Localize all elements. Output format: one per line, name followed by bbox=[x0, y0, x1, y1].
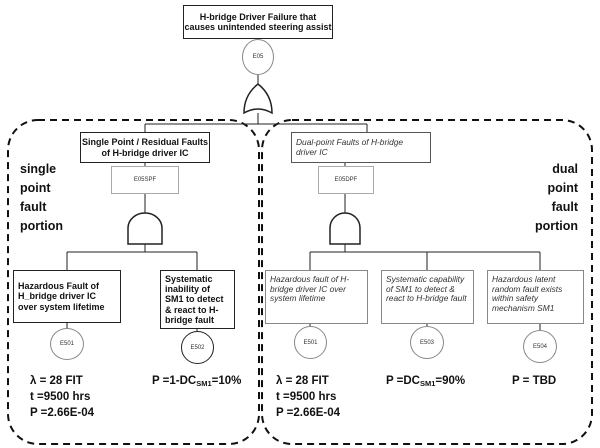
left-event-1-id: E501 bbox=[59, 341, 74, 347]
right-header-id-box: E05DPF bbox=[318, 166, 374, 194]
right-and-gate-icon bbox=[329, 212, 361, 245]
or-gate-icon bbox=[243, 83, 273, 115]
right-event-3-label: Hazardous latent random fault exists wit… bbox=[492, 274, 563, 313]
left-header-box: Single Point / Residual Faults of H-brid… bbox=[80, 132, 210, 163]
left-event-2-circle: E502 bbox=[181, 331, 214, 364]
left-portion-title: single point fault portion bbox=[20, 160, 63, 236]
left-event-1-box: Hazardous Fault of H_bridge driver IC ov… bbox=[13, 270, 121, 323]
left-calc-sm1-prefix: P =1-DC bbox=[152, 375, 197, 387]
right-event-2-circle: E503 bbox=[410, 326, 444, 359]
left-event-1-circle: E501 bbox=[50, 328, 84, 360]
left-portion-title-line: portion bbox=[20, 219, 64, 233]
right-portion-title-line: point bbox=[547, 181, 578, 195]
left-and-gate-icon bbox=[127, 212, 163, 245]
left-calc-sm1-suffix: =10% bbox=[211, 375, 242, 387]
right-event-3-box: Hazardous latent random fault exists wit… bbox=[487, 270, 584, 324]
right-calc-sm1-sub: SM1 bbox=[419, 379, 436, 388]
left-header-id: E05SPF bbox=[133, 177, 157, 183]
left-portion-title-line: single bbox=[20, 162, 57, 176]
right-event-1-id: E501 bbox=[303, 339, 318, 346]
right-header-id: E05DPF bbox=[334, 177, 358, 183]
right-portion-title-line: dual bbox=[552, 162, 578, 176]
right-event-1-circle: E501 bbox=[294, 326, 327, 359]
left-event-2-box: Systematic inability of SM1 to detect & … bbox=[160, 270, 235, 329]
right-portion-title-line: portion bbox=[534, 219, 578, 233]
right-calc-lambda: λ = 28 FIT bbox=[276, 375, 329, 387]
right-header-box: Dual-point Faults of H-bridge driver IC bbox=[291, 132, 431, 163]
left-calc-block: λ = 28 FIT t =9500 hrs P =2.66E-04 bbox=[30, 373, 94, 421]
left-portion-title-line: point bbox=[20, 181, 51, 195]
left-header-label: Single Point / Residual Faults of H-brid… bbox=[81, 137, 209, 158]
right-event-1-label: Hazardous fault of H-bridge driver IC ov… bbox=[270, 274, 350, 304]
right-portion-title-line: fault bbox=[551, 200, 578, 214]
right-header-label: Dual-point Faults of H-bridge driver IC bbox=[296, 136, 404, 157]
right-calc-sm1-suffix: =90% bbox=[435, 375, 466, 387]
left-header-id-box: E05SPF bbox=[111, 166, 179, 194]
right-calc-sm1: P =DCSM1=90% bbox=[386, 373, 465, 392]
left-calc-probability: P =2.66E-04 bbox=[30, 407, 95, 419]
right-calc-sm1-prefix: P =DC bbox=[386, 375, 420, 387]
left-calc-sm1: P =1-DCSM1=10% bbox=[152, 373, 241, 392]
right-portion-outline bbox=[261, 119, 593, 445]
right-portion-title: dual point fault portion bbox=[535, 160, 578, 236]
left-portion-title-line: fault bbox=[20, 200, 47, 214]
top-event-id-circle: E05 bbox=[242, 39, 274, 75]
right-event-2-label: Systematic capability of SM1 to detect &… bbox=[386, 274, 467, 304]
right-event-3-circle: E504 bbox=[523, 330, 557, 363]
right-event-2-id: E503 bbox=[419, 339, 434, 346]
top-event-label: H-bridge Driver Failure that causes unin… bbox=[184, 11, 332, 32]
right-event-2-box: Systematic capability of SM1 to detect &… bbox=[381, 270, 474, 324]
left-event-2-label: Systematic inability of SM1 to detect & … bbox=[165, 273, 224, 326]
top-event-id: E05 bbox=[252, 54, 264, 60]
left-calc-sm1-sub: SM1 bbox=[196, 379, 212, 388]
top-event-box: H-bridge Driver Failure that causes unin… bbox=[183, 5, 333, 39]
right-event-3-id: E504 bbox=[532, 343, 547, 350]
right-calc-tbd: P = TBD bbox=[512, 373, 556, 389]
left-calc-lambda: λ = 28 FIT bbox=[30, 375, 83, 387]
right-calc-time: t =9500 hrs bbox=[276, 391, 337, 403]
right-calc-tbd-text: P = TBD bbox=[512, 375, 557, 387]
left-calc-time: t =9500 hrs bbox=[30, 391, 91, 403]
left-event-1-label: Hazardous Fault of H_bridge driver IC ov… bbox=[18, 280, 105, 312]
left-event-2-id: E502 bbox=[190, 344, 205, 351]
right-event-1-box: Hazardous fault of H-bridge driver IC ov… bbox=[265, 270, 368, 324]
right-calc-block: λ = 28 FIT t =9500 hrs P =2.66E-04 bbox=[276, 373, 340, 421]
right-calc-probability: P =2.66E-04 bbox=[276, 407, 341, 419]
